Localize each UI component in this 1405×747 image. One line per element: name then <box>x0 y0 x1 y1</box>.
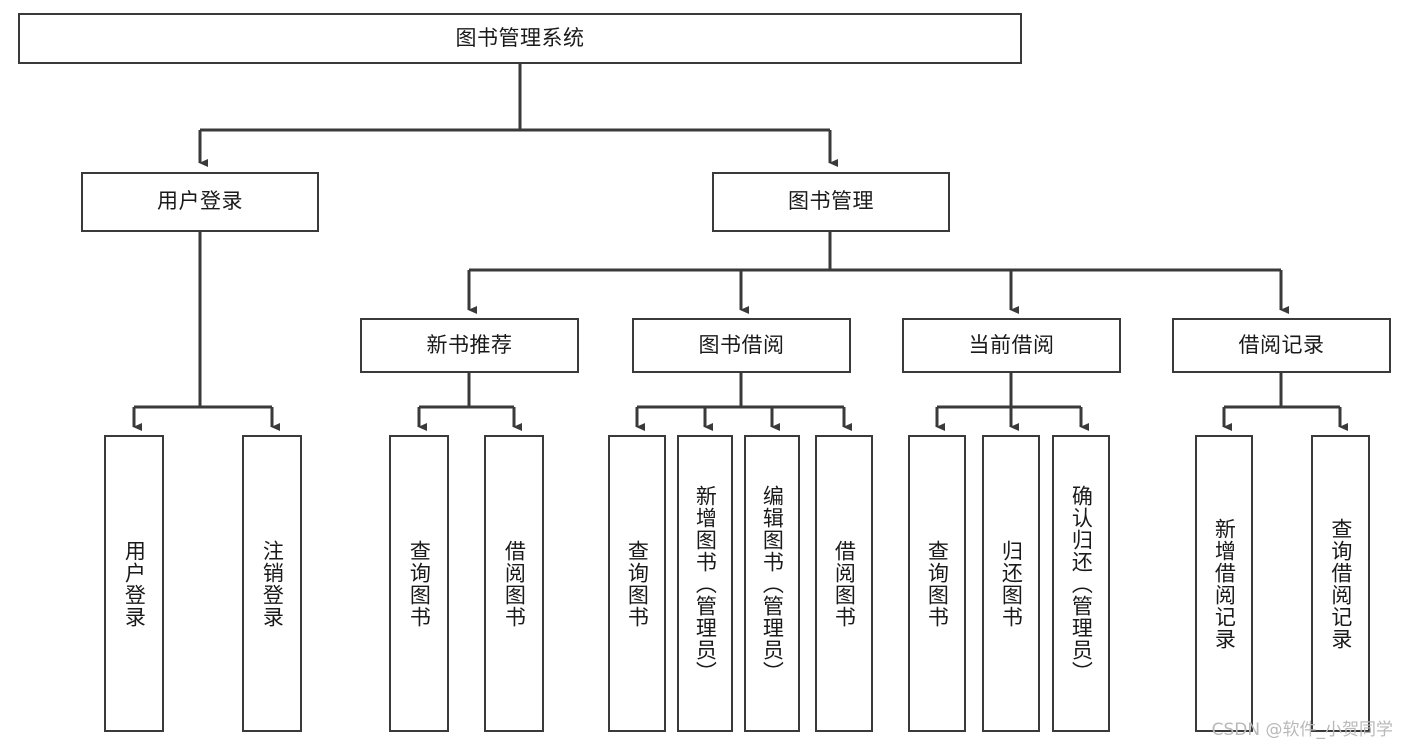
node-leaf-query-record-label: 查询借阅记录 <box>1328 517 1353 650</box>
node-root[interactable]: 图书管理系统 <box>18 13 1022 64</box>
node-user-login-label: 用户登录 <box>157 189 243 214</box>
node-user-login[interactable]: 用户登录 <box>81 172 319 232</box>
node-leaf-return-book-label: 归还图书 <box>999 539 1024 628</box>
node-leaf-borrow-book-1[interactable]: 借阅图书 <box>484 435 544 732</box>
node-leaf-add-book[interactable]: 新增图书（管理员） <box>677 435 733 732</box>
node-leaf-return-book[interactable]: 归还图书 <box>982 435 1040 732</box>
node-leaf-user-login[interactable]: 用户登录 <box>104 435 164 732</box>
node-new-book-recommend-label: 新书推荐 <box>426 332 513 357</box>
node-new-book-recommend[interactable]: 新书推荐 <box>360 318 579 373</box>
node-leaf-query-book-3[interactable]: 查询图书 <box>908 435 966 732</box>
node-leaf-query-book-2[interactable]: 查询图书 <box>608 435 666 732</box>
node-leaf-add-record[interactable]: 新增借阅记录 <box>1195 435 1253 732</box>
node-root-label: 图书管理系统 <box>455 25 585 50</box>
node-leaf-confirm-return[interactable]: 确认归还（管理员） <box>1052 435 1110 732</box>
node-leaf-user-login-label: 用户登录 <box>122 539 147 628</box>
node-current-borrow[interactable]: 当前借阅 <box>902 318 1121 373</box>
node-leaf-query-record[interactable]: 查询借阅记录 <box>1311 435 1370 732</box>
node-leaf-query-book-3-label: 查询图书 <box>925 539 950 628</box>
node-book-manage[interactable]: 图书管理 <box>712 172 950 232</box>
node-borrow-record[interactable]: 借阅记录 <box>1172 318 1391 373</box>
node-book-manage-label: 图书管理 <box>788 189 874 214</box>
node-book-borrow[interactable]: 图书借阅 <box>632 318 851 373</box>
csdn-watermark: CSDN @软件_小贺同学 <box>1211 720 1393 740</box>
node-leaf-add-book-label: 新增图书（管理员） <box>693 484 718 683</box>
node-leaf-borrow-book-1-label: 借阅图书 <box>502 539 527 628</box>
node-leaf-query-book-1[interactable]: 查询图书 <box>389 435 449 732</box>
node-leaf-edit-book[interactable]: 编辑图书（管理员） <box>744 435 800 732</box>
node-leaf-confirm-return-label: 确认归还（管理员） <box>1069 484 1094 683</box>
node-leaf-borrow-book-2[interactable]: 借阅图书 <box>815 435 873 732</box>
node-leaf-borrow-book-2-label: 借阅图书 <box>832 539 857 628</box>
node-leaf-add-record-label: 新增借阅记录 <box>1212 517 1237 650</box>
node-book-borrow-label: 图书借阅 <box>698 332 785 357</box>
node-leaf-query-book-1-label: 查询图书 <box>407 539 432 628</box>
node-borrow-record-label: 借阅记录 <box>1238 332 1325 357</box>
node-leaf-edit-book-label: 编辑图书（管理员） <box>760 484 785 683</box>
node-leaf-logout-label: 注销登录 <box>260 539 285 628</box>
node-leaf-logout[interactable]: 注销登录 <box>242 435 302 732</box>
node-leaf-query-book-2-label: 查询图书 <box>625 539 650 628</box>
node-current-borrow-label: 当前借阅 <box>968 332 1055 357</box>
